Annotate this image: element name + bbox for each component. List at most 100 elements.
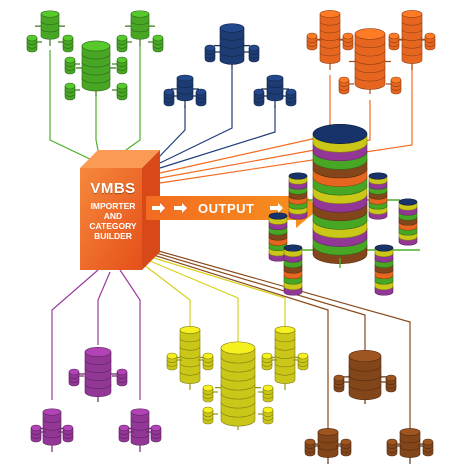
mini-database-icon (202, 384, 214, 403)
database-top (390, 76, 402, 84)
database-top (312, 123, 368, 145)
database-top (118, 424, 130, 432)
mini-database-icon (202, 352, 214, 371)
database-top (368, 172, 388, 180)
database-icon (40, 10, 60, 40)
database-top (176, 74, 194, 82)
output-database-icon (374, 244, 394, 296)
mini-database-icon (424, 32, 436, 51)
database-icon (348, 349, 382, 401)
mini-database-icon (64, 56, 76, 75)
hub-title: VMBS (90, 180, 136, 197)
database-top (30, 424, 42, 432)
database-top (202, 384, 214, 392)
mini-database-icon (163, 88, 175, 107)
database-icon (319, 10, 341, 64)
hub-line: CATEGORY (89, 221, 137, 231)
mini-database-icon (62, 34, 74, 53)
blue-connections (157, 70, 276, 169)
database-top (68, 368, 80, 376)
mini-database-icon (116, 34, 128, 53)
database-icon (176, 74, 194, 102)
database-top (195, 88, 207, 96)
output-database-icon (283, 244, 303, 296)
database-top (319, 10, 341, 18)
database-top (262, 384, 274, 392)
database-top (386, 438, 398, 446)
connector-line (134, 257, 191, 330)
mini-database-icon (386, 438, 398, 457)
mini-database-icon (116, 368, 128, 387)
database-top (274, 326, 296, 334)
mini-database-icon (304, 438, 316, 457)
output-database-icon (288, 172, 308, 220)
database-top (342, 32, 354, 40)
mini-database-icon (152, 34, 164, 53)
database-icon (130, 408, 150, 446)
database-top (285, 88, 297, 96)
hub-line: AND (103, 211, 123, 221)
database-top (261, 352, 273, 360)
connector-line (147, 247, 411, 430)
database-top (388, 32, 400, 40)
database-top (354, 28, 386, 40)
connector-line (159, 60, 413, 184)
mini-database-icon (338, 76, 350, 95)
database-icon (220, 341, 256, 427)
hub-box (80, 150, 160, 270)
database-top (262, 406, 274, 414)
purple-connections (51, 269, 141, 400)
database-top (401, 10, 423, 18)
mini-database-icon (388, 32, 400, 51)
database-top (202, 352, 214, 360)
connector-line (140, 253, 286, 330)
database-top (266, 74, 284, 82)
mini-database-icon (422, 438, 434, 457)
database-top (317, 428, 339, 436)
database-top (116, 368, 128, 376)
database-top (166, 352, 178, 360)
database-top (62, 424, 74, 432)
database-icon (317, 428, 339, 458)
mini-database-icon (68, 368, 80, 387)
database-top (42, 408, 62, 416)
connector-line (159, 70, 233, 164)
database-top (306, 32, 318, 40)
database-icon (354, 28, 386, 90)
database-icon (266, 74, 284, 102)
database-top (399, 428, 421, 436)
database-top (40, 10, 60, 18)
hub-top (80, 150, 160, 168)
database-top (202, 406, 214, 414)
database-top (398, 198, 418, 206)
connector-line (49, 50, 93, 161)
database-top (253, 88, 265, 96)
mini-database-icon (150, 424, 162, 443)
mini-database-icon (204, 44, 216, 63)
mini-database-icon (64, 82, 76, 101)
database-top (130, 408, 150, 416)
database-icon (401, 10, 423, 64)
database-top (333, 374, 345, 382)
mini-database-icon (306, 32, 318, 51)
mini-database-icon (261, 352, 273, 371)
mini-database-icon (26, 34, 38, 53)
output-database-icon (398, 198, 418, 246)
mini-database-icon (253, 88, 265, 107)
database-top (64, 56, 76, 64)
arrow-icon (152, 203, 165, 213)
mini-database-icon (202, 406, 214, 425)
mini-database-icon (333, 374, 345, 393)
database-top (130, 10, 150, 18)
database-top (283, 244, 303, 252)
mini-database-icon (262, 406, 274, 425)
mini-database-icon (248, 44, 260, 63)
connector-line (159, 100, 371, 179)
connector-line (51, 269, 99, 400)
database-top (248, 44, 260, 52)
database-top (288, 172, 308, 180)
database-top (64, 82, 76, 90)
database-top (152, 34, 164, 42)
database-icon (130, 10, 150, 40)
